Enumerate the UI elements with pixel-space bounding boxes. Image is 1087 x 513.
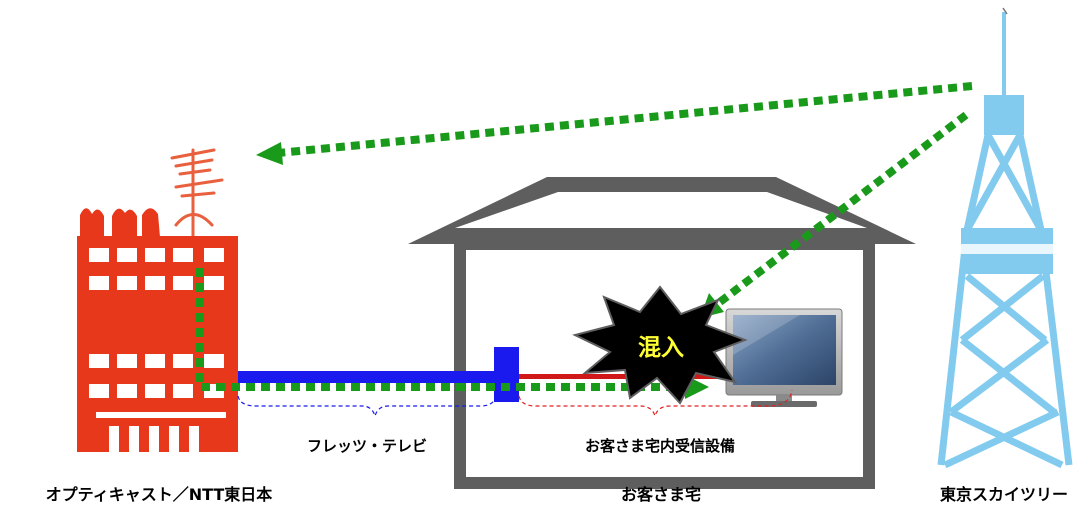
tv-tower-icon xyxy=(937,7,1073,469)
house-icon xyxy=(408,177,916,489)
television-icon xyxy=(725,308,843,407)
flets-tv-label: フレッツ・テレビ xyxy=(307,437,427,455)
station-building-icon xyxy=(77,208,238,452)
home-equipment-label: お客さま宅内受信設備 xyxy=(585,437,735,455)
station-label: オプティキャスト／NTT東日本 xyxy=(46,485,273,504)
signal-tower-to-station xyxy=(277,82,973,157)
tower-label: 東京スカイツリー xyxy=(940,485,1068,504)
signal-tower-to-tv xyxy=(713,111,969,309)
optical-receiver xyxy=(494,347,519,402)
coax-line xyxy=(519,374,729,379)
house-label: お客さま宅 xyxy=(621,485,701,504)
home-equipment-brace xyxy=(518,389,793,419)
fiber-line xyxy=(238,371,496,383)
interference-burst-icon: 混入 xyxy=(572,285,748,405)
signal-paths xyxy=(196,82,973,391)
flets-tv-brace xyxy=(237,395,497,419)
interference-label: 混入 xyxy=(638,335,684,361)
antenna-icon xyxy=(170,148,224,239)
